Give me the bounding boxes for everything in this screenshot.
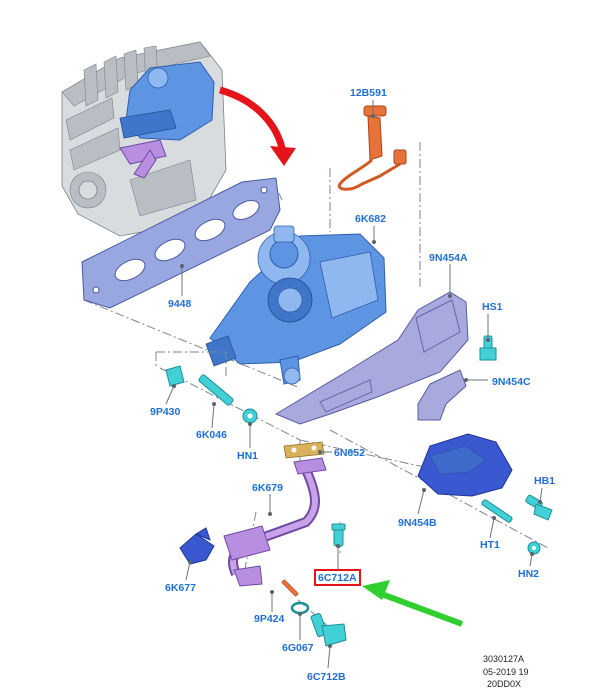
- callout-arrow-green: [374, 589, 464, 627]
- part-9N454B-heat-shield: [417, 433, 513, 497]
- highlight-box-6C712A: [314, 569, 361, 586]
- label-HT1: HT1: [480, 539, 500, 551]
- label-12B591: 12B591: [350, 87, 387, 99]
- label-9P430: 9P430: [150, 406, 181, 418]
- callout-arrowhead-green: [362, 580, 390, 600]
- part-6K679-pipe: [223, 457, 327, 587]
- fastener-group-bracket: [156, 351, 227, 378]
- label-6C712A: 6C712A: [318, 572, 357, 584]
- direction-arrowhead-red: [270, 146, 296, 166]
- part-6C712B-banjo-bolt: [310, 613, 347, 647]
- part-9N454A-heat-shield: [274, 291, 469, 425]
- part-9N454C-bracket: [417, 369, 467, 421]
- reference-suffix: 20DD0X: [487, 679, 521, 688]
- label-9P424: 9P424: [254, 613, 285, 625]
- part-6K677-connector: [179, 527, 215, 565]
- part-6C712A-fitting: [331, 523, 346, 547]
- part-HS1-stud: [479, 335, 497, 361]
- engine-block-illustration: [61, 41, 227, 237]
- label-6C712B: 6C712B: [307, 671, 346, 683]
- part-6K682-turbocharger: [205, 225, 387, 385]
- reference-block: 3030127A 05-2019 19 20DD0X: [483, 654, 529, 688]
- leader-lines: [165, 100, 543, 669]
- part-6G067-oring: [290, 601, 310, 615]
- part-6N652-gasket: [283, 441, 325, 459]
- label-9N454C: 9N454C: [492, 376, 531, 388]
- part-9P424-washer: [281, 579, 299, 597]
- part-6K046-stud: [198, 374, 234, 406]
- part-HB1-bolt: [525, 494, 553, 521]
- part-9P430-nut: [165, 365, 185, 387]
- part-9448-gasket: [81, 177, 281, 309]
- label-9N454B: 9N454B: [398, 517, 437, 529]
- reference-date: 05-2019 19: [483, 667, 529, 677]
- label-9N454A: 9N454A: [429, 252, 468, 264]
- part-HT1-stud: [481, 499, 513, 523]
- part-12B591-sensor: [337, 105, 407, 191]
- label-6K677: 6K677: [165, 582, 196, 594]
- direction-arrow-red: [219, 86, 286, 149]
- label-HS1: HS1: [482, 301, 503, 313]
- reference-code: 3030127A: [483, 654, 524, 664]
- label-HB1: HB1: [534, 475, 555, 487]
- part-labels: 12B591 6K682 9N454A HS1 9N454C 9448 9P43…: [150, 87, 555, 683]
- label-6K046: 6K046: [196, 429, 227, 441]
- label-6G067: 6G067: [282, 642, 314, 654]
- label-HN1: HN1: [237, 450, 258, 462]
- label-6K679: 6K679: [252, 482, 283, 494]
- part-HN1-nut: [242, 408, 258, 424]
- label-HN2: HN2: [518, 568, 539, 580]
- label-6K682: 6K682: [355, 213, 386, 225]
- part-HN2-nut: [527, 541, 541, 555]
- label-9448: 9448: [168, 298, 192, 310]
- label-6N652: 6N652: [334, 447, 365, 459]
